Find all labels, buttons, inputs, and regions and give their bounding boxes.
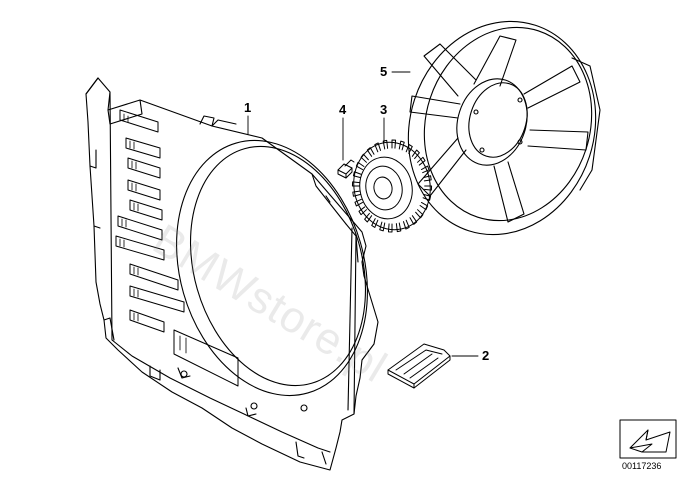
coupling-fin — [355, 161, 365, 171]
callout-4: 4 — [339, 102, 347, 117]
coupling-fin — [405, 144, 413, 154]
fan-shroud — [85, 77, 379, 471]
coupling-fin — [420, 165, 430, 174]
coupling-fin — [391, 139, 397, 149]
coupling-fin — [352, 190, 361, 197]
coupling-fin — [360, 153, 369, 163]
callout-1: 1 — [244, 100, 252, 115]
bolt-part — [337, 159, 355, 179]
coupling-fin — [409, 215, 418, 225]
coupling-fin — [411, 149, 420, 160]
shroud-louvres — [115, 109, 239, 387]
coupling-fin — [417, 156, 426, 166]
coupling-fin — [351, 181, 360, 187]
leader-lines — [247, 71, 479, 357]
coupling-fin — [395, 222, 402, 233]
reference-number: 00117236 — [622, 461, 662, 471]
coupling-fin — [424, 185, 433, 191]
coupling-fin — [371, 218, 379, 228]
coupling-fin — [366, 147, 375, 157]
callout-2: 2 — [482, 348, 490, 363]
fan-wheel — [407, 20, 601, 236]
coupling-fin — [358, 206, 367, 216]
clip-part — [387, 343, 451, 389]
coupling-fins — [351, 139, 433, 233]
coupling-fin — [379, 221, 386, 232]
coupling-fin — [398, 140, 405, 151]
viscous-coupling — [351, 139, 433, 233]
coupling-fin — [374, 142, 382, 153]
coupling-fin — [354, 198, 364, 207]
coupling-fin — [364, 212, 373, 223]
callout-3: 3 — [380, 102, 388, 117]
coupling-fin — [423, 175, 432, 182]
coupling-fin — [415, 209, 424, 219]
coupling-fin — [382, 139, 389, 150]
coupling-fin — [402, 219, 410, 230]
coupling-fin — [419, 201, 429, 211]
arrow-box-icon — [619, 419, 677, 459]
coupling-fin — [387, 223, 393, 233]
coupling-fin — [352, 171, 362, 179]
callout-5: 5 — [380, 64, 388, 79]
